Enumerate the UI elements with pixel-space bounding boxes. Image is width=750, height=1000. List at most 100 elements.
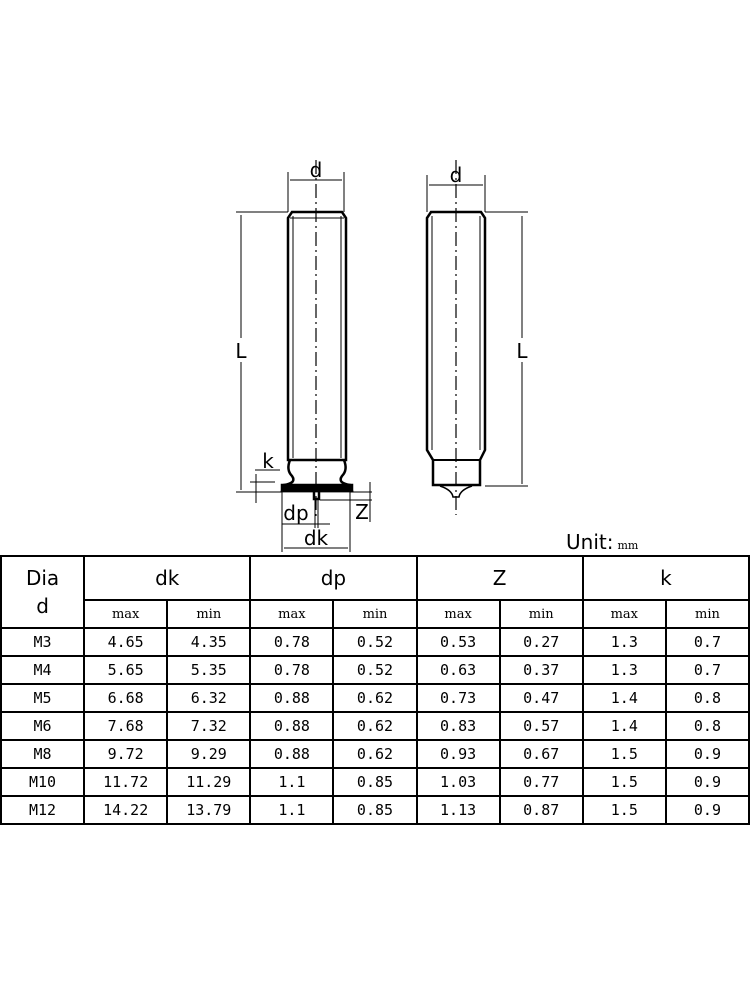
subheader-min: min xyxy=(166,599,252,629)
value-cell: 4.35 xyxy=(166,627,252,657)
value-cell: 0.52 xyxy=(332,655,418,685)
value-cell: 0.52 xyxy=(332,627,418,657)
value-cell: 14.22 xyxy=(83,795,169,825)
value-cell: 0.57 xyxy=(498,711,584,741)
value-cell: 0.8 xyxy=(664,683,750,713)
value-cell: 0.88 xyxy=(249,739,335,769)
dia-sub-label: d xyxy=(36,594,49,618)
value-cell: 4.65 xyxy=(83,627,169,657)
value-cell: 0.7 xyxy=(664,627,750,657)
stud-drawing: d d L L k dp dk Z xyxy=(235,158,528,552)
size-cell: M8 xyxy=(0,739,86,769)
value-cell: 7.68 xyxy=(83,711,169,741)
value-cell: 11.29 xyxy=(166,767,252,797)
value-cell: 9.72 xyxy=(83,739,169,769)
subheader-max: max xyxy=(415,599,501,629)
subheader-min: min xyxy=(332,599,418,629)
left-stud-with-flange xyxy=(280,210,354,501)
subheader-max: max xyxy=(249,599,335,629)
value-cell: 1.5 xyxy=(581,767,667,797)
dim-label-d-right: d xyxy=(450,163,463,187)
value-cell: 0.9 xyxy=(664,739,750,769)
value-cell: 6.68 xyxy=(83,683,169,713)
subheader-max: max xyxy=(581,599,667,629)
value-cell: 5.35 xyxy=(166,655,252,685)
value-cell: 0.8 xyxy=(664,711,750,741)
size-cell: M6 xyxy=(0,711,86,741)
value-cell: 0.93 xyxy=(415,739,501,769)
value-cell: 0.53 xyxy=(415,627,501,657)
dim-label-k: k xyxy=(262,449,274,473)
value-cell: 0.88 xyxy=(249,683,335,713)
group-header-k: k xyxy=(581,555,750,601)
value-cell: 1.4 xyxy=(581,683,667,713)
unit-label: Unit: xyxy=(566,530,614,554)
dim-label-dp: dp xyxy=(283,501,308,525)
value-cell: 0.83 xyxy=(415,711,501,741)
value-cell: 1.5 xyxy=(581,795,667,825)
value-cell: 9.29 xyxy=(166,739,252,769)
dim-label-d-left: d xyxy=(310,158,323,182)
dia-label: Dia xyxy=(25,566,60,590)
value-cell: 0.47 xyxy=(498,683,584,713)
value-cell: 6.32 xyxy=(166,683,252,713)
value-cell: 0.77 xyxy=(498,767,584,797)
value-cell: 0.62 xyxy=(332,739,418,769)
value-cell: 0.88 xyxy=(249,711,335,741)
value-cell: 0.62 xyxy=(332,683,418,713)
subheader-min: min xyxy=(664,599,750,629)
value-cell: 0.85 xyxy=(332,767,418,797)
value-cell: 0.9 xyxy=(664,767,750,797)
size-cell: M12 xyxy=(0,795,86,825)
value-cell: 1.1 xyxy=(249,767,335,797)
value-cell: 1.1 xyxy=(249,795,335,825)
value-cell: 5.65 xyxy=(83,655,169,685)
value-cell: 7.32 xyxy=(166,711,252,741)
value-cell: 0.87 xyxy=(498,795,584,825)
value-cell: 11.72 xyxy=(83,767,169,797)
dim-label-Z: Z xyxy=(355,500,369,524)
value-cell: 0.73 xyxy=(415,683,501,713)
value-cell: 1.3 xyxy=(581,655,667,685)
unit-value: mm xyxy=(617,539,639,552)
value-cell: 0.62 xyxy=(332,711,418,741)
size-cell: M3 xyxy=(0,627,86,657)
value-cell: 0.67 xyxy=(498,739,584,769)
unit-note: Unit:mm xyxy=(566,530,638,554)
value-cell: 0.63 xyxy=(415,655,501,685)
size-cell: M4 xyxy=(0,655,86,685)
dim-label-L-right: L xyxy=(516,339,528,363)
value-cell: 1.5 xyxy=(581,739,667,769)
value-cell: 0.78 xyxy=(249,627,335,657)
value-cell: 0.27 xyxy=(498,627,584,657)
size-cell: M5 xyxy=(0,683,86,713)
value-cell: 0.85 xyxy=(332,795,418,825)
dia-header: Dia d xyxy=(0,555,86,629)
subheader-min: min xyxy=(498,599,584,629)
group-header-dp: dp xyxy=(249,555,418,601)
subheader-max: max xyxy=(83,599,169,629)
group-header-dk: dk xyxy=(83,555,252,601)
dim-label-L-left: L xyxy=(235,339,247,363)
value-cell: 0.78 xyxy=(249,655,335,685)
dim-label-dk: dk xyxy=(304,526,329,550)
value-cell: 13.79 xyxy=(166,795,252,825)
value-cell: 0.7 xyxy=(664,655,750,685)
value-cell: 0.37 xyxy=(498,655,584,685)
value-cell: 1.03 xyxy=(415,767,501,797)
size-cell: M10 xyxy=(0,767,86,797)
value-cell: 1.13 xyxy=(415,795,501,825)
value-cell: 0.9 xyxy=(664,795,750,825)
dimension-lines xyxy=(236,172,528,552)
